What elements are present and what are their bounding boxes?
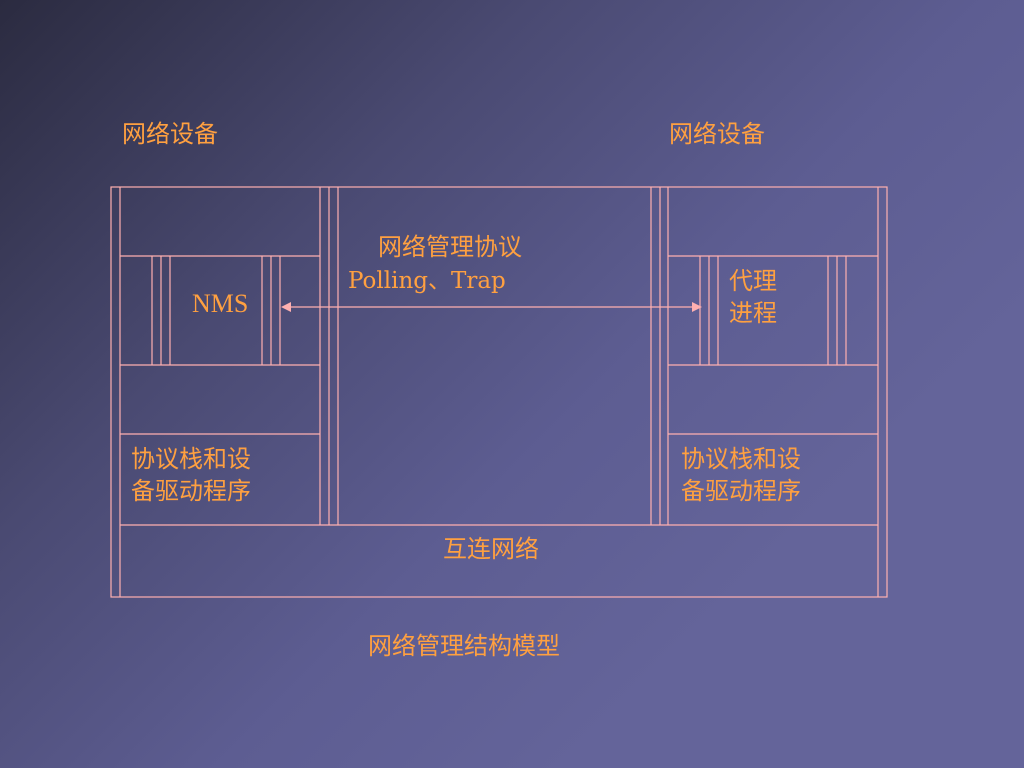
nms-label: NMS — [192, 289, 249, 318]
protocol-arrow-head-right — [692, 302, 702, 312]
left-device-label: 网络设备 — [122, 120, 218, 148]
agent-label: 代理 进程 — [729, 267, 777, 327]
network-label: 互连网络 — [443, 535, 539, 563]
right-device-label: 网络设备 — [669, 120, 765, 148]
diagram-caption: 网络管理结构模型 — [368, 632, 560, 660]
protocol-title: 网络管理协议 — [378, 233, 522, 261]
right-stack-label: 协议栈和设 备驱动程序 — [681, 445, 801, 505]
protocol-arrow-head-left — [281, 302, 291, 312]
outer-frame — [110, 186, 888, 598]
left-stack-label: 协议栈和设 备驱动程序 — [131, 445, 251, 505]
protocol-subtitle: Polling、Trap — [348, 268, 506, 294]
